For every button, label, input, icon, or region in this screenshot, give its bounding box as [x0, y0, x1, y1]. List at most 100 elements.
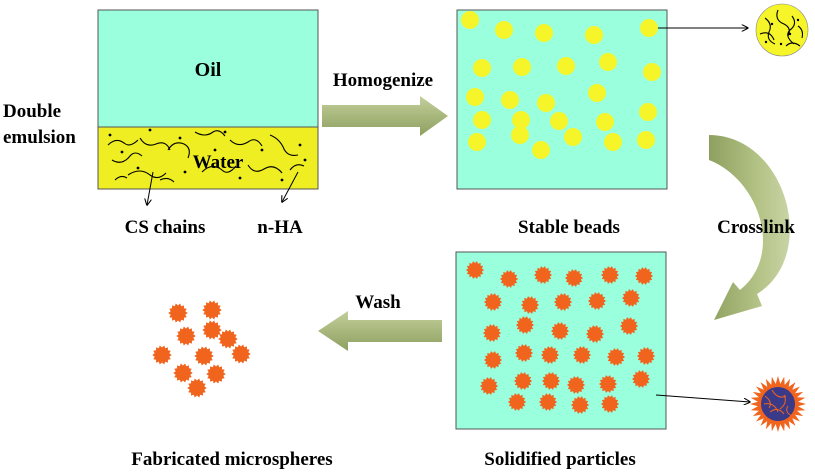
particle-zoom-pointer [655, 394, 750, 402]
solidified-particle [483, 351, 503, 369]
stable-bead [501, 91, 519, 109]
solidified-particle [619, 317, 639, 335]
stable-bead [466, 88, 484, 106]
stable-bead [639, 103, 657, 121]
n-ha-pointer [282, 171, 299, 202]
solidified-particle [570, 396, 590, 414]
microsphere [168, 303, 188, 323]
solidified-particle [479, 377, 499, 395]
fabricated-microspheres-group [152, 300, 251, 398]
solidified-particle [520, 296, 540, 314]
solidified-particle [553, 293, 573, 311]
solidified-particle [514, 344, 534, 362]
solidified-particles-box [455, 251, 667, 430]
solidified-particle [541, 372, 561, 390]
crosslink-arrow [709, 135, 790, 320]
microsphere [202, 300, 222, 320]
microsphere [187, 378, 207, 398]
solidified-particle [621, 289, 641, 307]
solidified-particle [600, 266, 620, 284]
homogenize-arrow [322, 96, 448, 136]
fabricated-microspheres-label: Fabricated microspheres [131, 449, 332, 470]
stable-bead [473, 111, 491, 129]
stable-bead [599, 53, 617, 71]
homogenize-label: Homogenize [333, 70, 433, 91]
solidified-particle [499, 270, 519, 288]
solidified-particle [572, 346, 592, 364]
oil-label: Oil [195, 59, 222, 81]
microsphere [218, 329, 238, 349]
microsphere [206, 364, 226, 384]
solidified-particle [533, 266, 553, 284]
n-ha-dots [108, 128, 307, 182]
double-emulsion-label-line2: emulsion [3, 127, 76, 148]
solidified-particle [600, 395, 620, 413]
stable-bead [550, 112, 568, 130]
solidified-particle [634, 267, 654, 285]
solidified-particles-label: Solidified particles [484, 449, 635, 470]
n-ha-label: n-HA [257, 217, 303, 238]
bead-zoom-icon [755, 3, 809, 57]
cs-chains-squiggles [107, 130, 305, 183]
stable-bead [461, 11, 479, 29]
solidified-particle [550, 322, 570, 340]
oil-phase [97, 9, 319, 128]
water-phase [97, 126, 319, 190]
solidified-particle [564, 269, 584, 287]
cs-chains-label: CS chains [125, 217, 206, 238]
stable-bead [512, 111, 530, 129]
double-emulsion-box: Oil Water [97, 9, 319, 190]
wash-label: Wash [355, 292, 401, 313]
cs-chains-pointer [147, 171, 154, 205]
solidified-particle [538, 393, 558, 411]
solidified-particle [631, 370, 651, 388]
stable-beads-group [461, 11, 661, 159]
solidified-particle [507, 393, 527, 411]
microsphere [152, 345, 172, 365]
double-emulsion-label-line1: Double [3, 101, 61, 122]
crosslink-label: Crosslink [717, 217, 795, 238]
solidified-particle [606, 348, 626, 366]
microsphere [176, 326, 196, 346]
stable-bead [604, 133, 622, 151]
microsphere [194, 346, 214, 366]
solidified-particles-group [465, 261, 656, 414]
water-label: Water [193, 152, 244, 173]
solidified-particle [513, 372, 533, 390]
solidified-particle [598, 375, 618, 393]
solidified-particle [515, 316, 535, 334]
solidified-particle [587, 292, 607, 310]
stable-bead [596, 113, 614, 131]
stable-bead [640, 19, 658, 37]
stable-bead [643, 63, 661, 81]
stable-bead [564, 128, 582, 146]
solidified-particle [482, 324, 502, 342]
solidified-particle [540, 346, 560, 364]
solidified-particle [465, 261, 485, 279]
particle-zoom-icon [750, 376, 806, 432]
wash-arrow [318, 311, 442, 351]
stable-bead [513, 58, 531, 76]
stable-bead [468, 133, 486, 151]
stable-bead [537, 94, 555, 112]
stable-bead [495, 21, 513, 39]
microsphere [202, 320, 222, 340]
solidified-particle [585, 325, 605, 343]
stable-bead [637, 131, 655, 149]
stable-beads-box [456, 9, 668, 190]
solidified-particle [636, 347, 656, 365]
stable-bead [532, 141, 550, 159]
microsphere [173, 363, 193, 383]
stable-bead [585, 26, 603, 44]
solidified-particle [483, 293, 503, 311]
stable-bead [588, 84, 606, 102]
stable-bead [511, 126, 529, 144]
solidified-particle [566, 376, 586, 394]
stable-beads-label: Stable beads [518, 217, 620, 238]
microsphere [231, 344, 251, 364]
stable-bead [535, 24, 553, 42]
stable-bead [473, 59, 491, 77]
stable-bead [557, 57, 575, 75]
